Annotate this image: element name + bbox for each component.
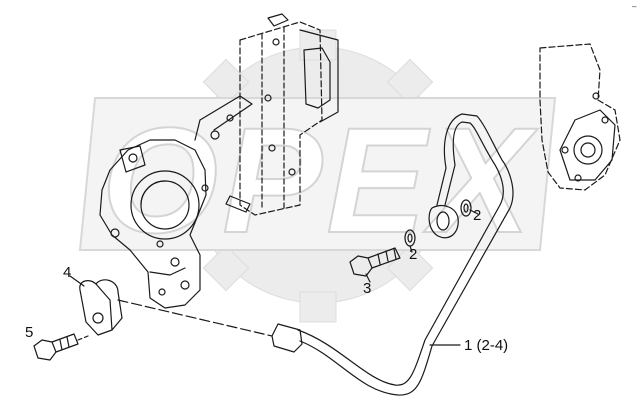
tube-clamp [79,279,273,337]
parts-linework [33,13,621,396]
bent-tube [271,113,514,396]
leader-lines [69,209,479,346]
callout-5: 5 [25,324,34,341]
valve-block [225,13,339,216]
corner-mark: – [632,2,637,11]
callout-2a: 2 [473,207,482,224]
front-housing [99,95,253,309]
callout-1: 1 (2-4) [464,337,509,354]
callout-2b: 2 [409,246,418,263]
watermark-text: OPEX [102,96,539,264]
callout-3: 3 [363,280,372,297]
pump-housing [539,43,621,191]
clamp-bolt [33,333,89,361]
callout-4: 4 [63,264,72,281]
watermark-logo: OPEX [78,29,557,323]
